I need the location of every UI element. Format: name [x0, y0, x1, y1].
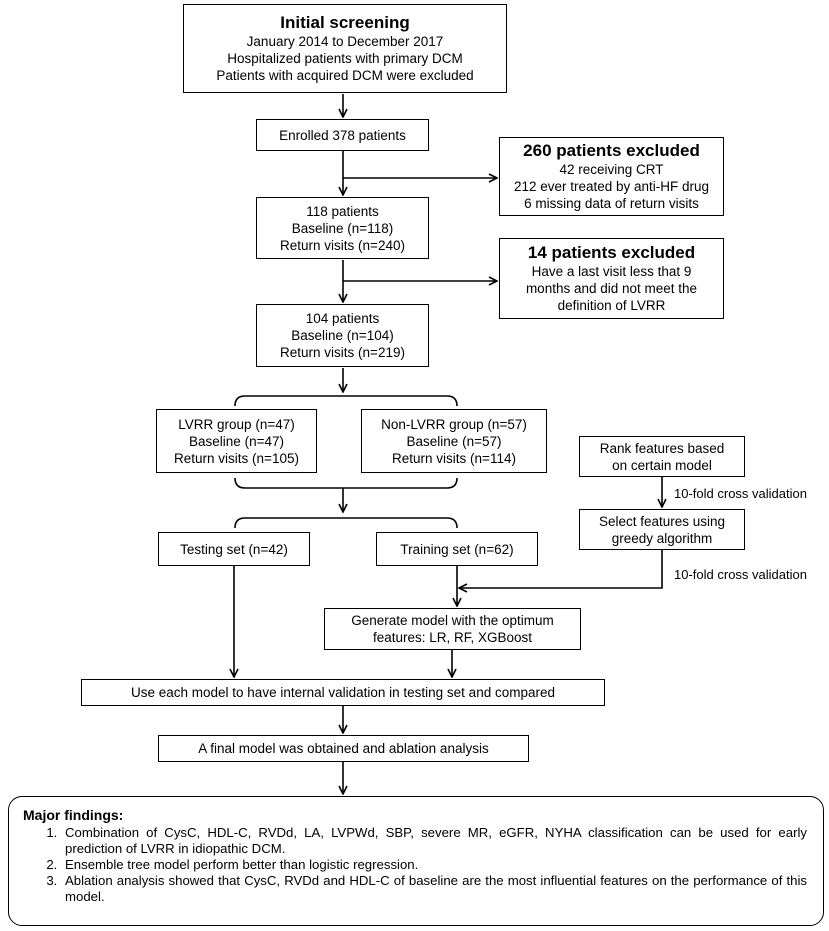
excluded2-line: definition of LVRR [557, 298, 666, 313]
generate-line: features: LR, RF, XGBoost [372, 630, 533, 645]
training-set-box: Training set (n=62) [376, 532, 538, 566]
excluded-260-title: 260 patients excluded [523, 141, 700, 160]
excluded2-line: Have a last visit less that 9 [531, 264, 692, 279]
cv-label-2: 10-fold cross validation [674, 567, 807, 582]
finding-item: Ensemble tree model perform better than … [61, 857, 807, 873]
training-line: Training set (n=62) [400, 541, 514, 557]
internal-validation-box: Use each model to have internal validati… [81, 679, 605, 706]
major-findings-box: Major findings: Combination of CysC, HDL… [8, 796, 824, 926]
initial-line: Hospitalized patients with primary DCM [227, 51, 463, 66]
lvrr-line: LVRR group (n=47) [178, 416, 295, 432]
generate-line: Generate model with the optimum [351, 613, 554, 628]
findings-list: Combination of CysC, HDL-C, RVDd, LA, LV… [23, 825, 807, 905]
generate-model-box: Generate model with the optimum features… [324, 608, 581, 650]
excluded1-line: 42 receiving CRT [559, 162, 664, 177]
select-line: Select features using [598, 513, 726, 529]
final-model-box: A final model was obtained and ablation … [158, 735, 529, 762]
cv-label-1: 10-fold cross validation [674, 486, 807, 501]
excluded1-line: 6 missing data of return visits [524, 196, 699, 211]
merge-brace-groups [234, 477, 458, 489]
non-lvrr-group-box: Non-LVRR group (n=57) Baseline (n=57) Re… [361, 409, 547, 473]
finding-item: Ablation analysis showed that CysC, RVDd… [61, 873, 807, 905]
excluded-260-box: 260 patients excluded 42 receiving CRT 2… [499, 137, 724, 216]
rank-features-box: Rank features based on certain model [579, 436, 745, 477]
enrolled-box: Enrolled 378 patients [256, 119, 429, 151]
split-brace-sets [234, 517, 458, 529]
lvrr-line: Baseline (n=47) [189, 433, 284, 449]
lvrr-line: Return visits (n=105) [174, 450, 299, 466]
initial-screening-title: Initial screening [280, 13, 410, 32]
initial-line: Patients with acquired DCM were excluded [216, 68, 474, 83]
patients-118-box: 118 patients Baseline (n=118) Return vis… [256, 197, 429, 259]
excluded2-line: months and did not meet the [525, 281, 698, 296]
finding-item: Combination of CysC, HDL-C, RVDd, LA, LV… [61, 825, 807, 857]
major-findings-title: Major findings: [23, 807, 124, 823]
p118-line: 118 patients [306, 203, 379, 219]
excluded-14-box: 14 patients excluded Have a last visit l… [499, 238, 724, 319]
testing-set-box: Testing set (n=42) [158, 532, 310, 566]
rank-line: on certain model [612, 457, 712, 473]
nonlvrr-line: Baseline (n=57) [406, 433, 502, 449]
rank-line: Rank features based [599, 440, 725, 456]
validation-line: Use each model to have internal validati… [130, 685, 555, 700]
split-brace-groups [234, 395, 458, 407]
select-line: greedy algorithm [611, 530, 713, 546]
arrow-select-to-generate [459, 550, 663, 588]
initial-line: January 2014 to December 2017 [246, 34, 444, 49]
p118-line: Baseline (n=118) [291, 220, 394, 236]
enrolled-line: Enrolled 378 patients [279, 127, 406, 143]
lvrr-group-box: LVRR group (n=47) Baseline (n=47) Return… [156, 409, 317, 473]
final-line: A final model was obtained and ablation … [198, 741, 489, 756]
patients-104-box: 104 patients Baseline (n=104) Return vis… [256, 304, 429, 367]
p104-line: Return visits (n=219) [280, 345, 405, 360]
nonlvrr-line: Return visits (n=114) [392, 450, 516, 466]
excluded1-line: 212 ever treated by anti-HF drug [513, 179, 710, 194]
nonlvrr-line: Non-LVRR group (n=57) [381, 416, 527, 432]
select-features-box: Select features using greedy algorithm [579, 509, 745, 550]
initial-screening-box: Initial screening January 2014 to Decemb… [183, 4, 507, 93]
excluded-14-title: 14 patients excluded [527, 243, 696, 262]
p104-line: 104 patients [305, 311, 380, 326]
testing-line: Testing set (n=42) [180, 541, 288, 557]
p118-line: Return visits (n=240) [280, 237, 405, 253]
p104-line: Baseline (n=104) [291, 328, 394, 343]
